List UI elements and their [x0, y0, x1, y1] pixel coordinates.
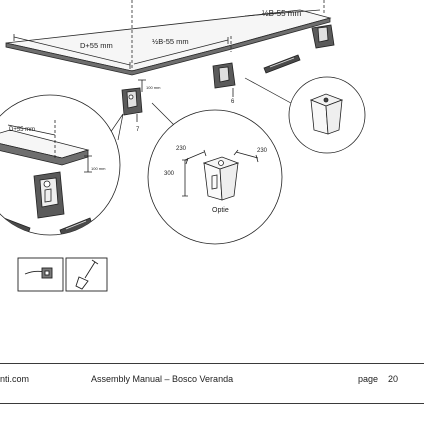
foot-6	[212, 62, 236, 97]
footer-bottom-rule	[0, 403, 424, 404]
detail-left-dim-height: 100 mm	[91, 166, 106, 171]
foot-7	[121, 79, 146, 122]
assembly-diagram: ½B-55 mm D+55 mm ½B-55 mm 6 100 mm 7	[0, 0, 366, 292]
footer-page-label: page	[358, 374, 379, 384]
foot-dim-width-1: 230	[176, 146, 187, 152]
foot-dim-width-2: 230	[257, 148, 268, 154]
dim-half-b: ½B-55 mm	[152, 37, 189, 46]
shovel-icon	[65, 257, 108, 292]
foot-dim-height: 300	[164, 171, 175, 177]
detail-circle-right	[288, 76, 366, 154]
footer-website-link[interactable]: nti.com	[0, 374, 30, 384]
footer-top-rule	[0, 363, 424, 364]
tie-strap-top	[263, 54, 301, 74]
dim-d-plus-55: D+55 mm	[80, 41, 113, 50]
detail-left-dim-d: D+55 mm	[9, 127, 35, 133]
footer-title: Assembly Manual – Bosco Veranda	[91, 374, 234, 384]
tie-wrap-icon	[17, 257, 64, 292]
detail-circle-left	[0, 94, 121, 236]
detail-circle-foot	[147, 109, 283, 245]
label-6: 6	[231, 99, 235, 105]
foot-option-label: Optie	[212, 207, 229, 214]
dim-top-right: ½B-55 mm	[262, 9, 301, 18]
label-7: 7	[136, 127, 140, 133]
dim-height-small: 100 mm	[146, 85, 161, 90]
footer-page-number: 20	[388, 374, 399, 384]
foot-top-right	[311, 24, 335, 49]
